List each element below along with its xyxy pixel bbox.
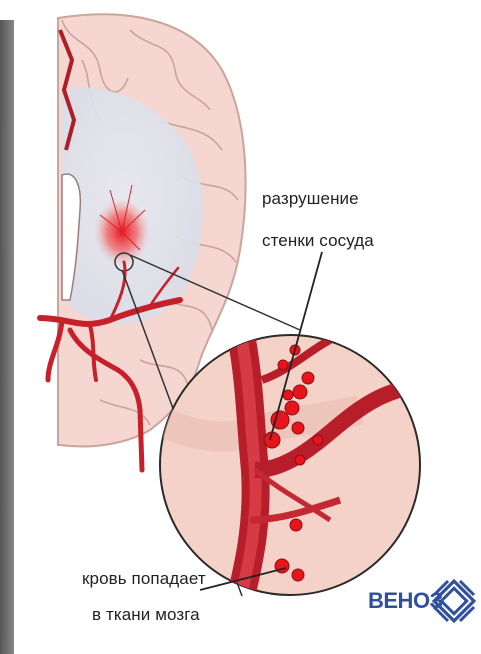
- vessel-wall-label-line1: разрушение: [262, 188, 359, 210]
- brand-logo-text: ВЕНОЗ: [368, 588, 443, 614]
- blood-tissue-label-line1: кровь попадает: [82, 568, 206, 590]
- left-edge-shadow: [0, 20, 14, 654]
- blood-tissue-label-line2: в ткани мозга: [92, 604, 200, 626]
- vessel-wall-label-line2: стенки сосуда: [262, 230, 374, 252]
